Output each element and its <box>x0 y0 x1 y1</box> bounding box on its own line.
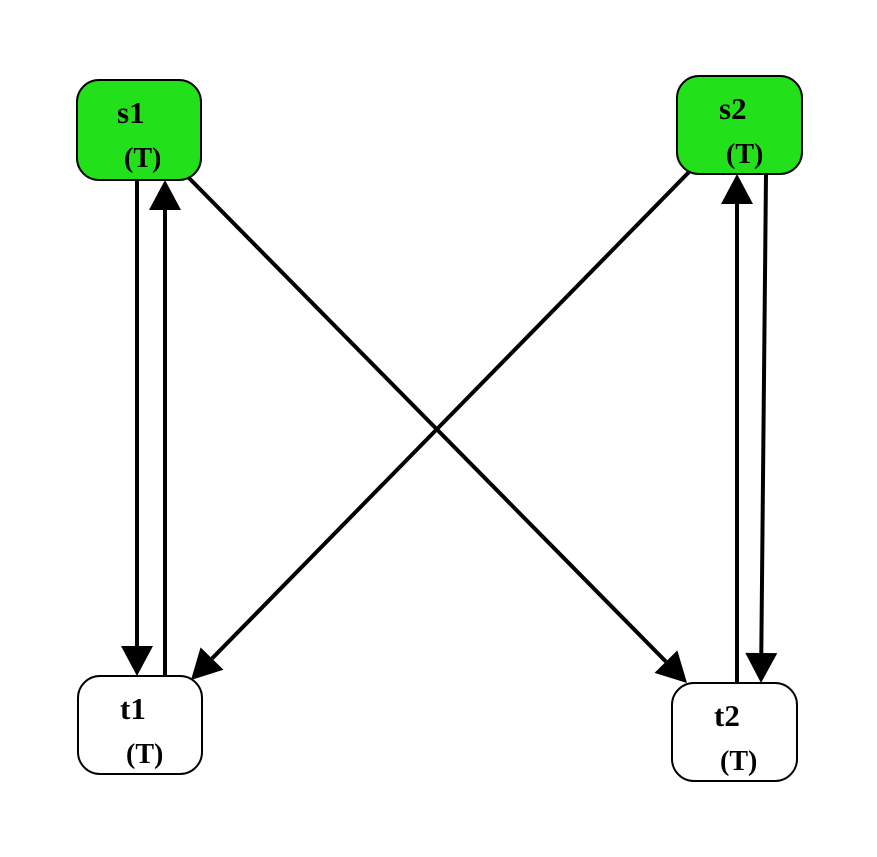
edge-t2-to-s2 <box>721 174 753 683</box>
edge-s1-to-t2 <box>186 175 687 683</box>
node-sublabel: (T) <box>726 139 763 170</box>
node-label: s1 <box>117 95 145 130</box>
arrowhead-icon <box>191 647 224 680</box>
node-label: s2 <box>719 91 747 126</box>
node-box <box>671 682 798 782</box>
arrowhead-icon <box>745 652 778 683</box>
node-t2: t2 (T) <box>671 682 798 782</box>
arrowhead-icon <box>654 650 687 683</box>
edge-line <box>210 170 691 660</box>
node-box <box>676 75 803 175</box>
edge-t1-to-s1 <box>149 180 181 676</box>
node-s1: s1 (T) <box>76 79 202 181</box>
edges-layer <box>121 170 778 683</box>
arrowhead-icon <box>121 646 153 676</box>
arrowhead-icon <box>149 180 181 210</box>
edge-line <box>759 173 768 654</box>
node-sublabel: (T) <box>124 143 161 174</box>
node-label: t1 <box>120 691 146 726</box>
node-sublabel: (T) <box>720 746 757 777</box>
edge-line <box>186 175 668 664</box>
nodes-layer: s1 (T) s2 (T) t1 (T) t2 (T) <box>76 75 803 782</box>
arrowhead-icon <box>721 174 753 204</box>
node-label: t2 <box>714 698 740 733</box>
node-s2: s2 (T) <box>676 75 803 175</box>
edge-s2-to-t1 <box>191 170 691 680</box>
node-box <box>76 79 202 181</box>
edge-s1-to-t1 <box>121 180 153 676</box>
node-box <box>77 675 203 775</box>
node-sublabel: (T) <box>126 739 163 770</box>
node-t1: t1 (T) <box>77 675 203 775</box>
edge-s2-to-t2 <box>745 173 778 683</box>
